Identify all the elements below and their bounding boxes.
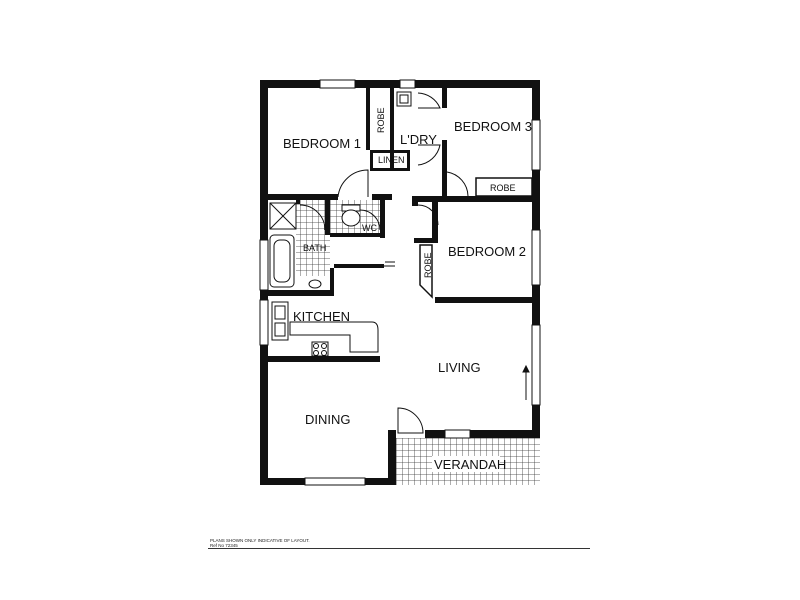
label-laundry: L'DRY xyxy=(400,132,437,147)
verandah-label-box xyxy=(432,456,500,472)
label-bedroom2: BEDROOM 2 xyxy=(448,244,526,259)
label-dining: DINING xyxy=(305,412,351,427)
fixtures xyxy=(269,91,412,357)
label-wc: WC xyxy=(362,223,377,233)
label-bath: BATH xyxy=(303,243,326,253)
sliding-arrows xyxy=(355,261,530,400)
label-bedroom1: BEDROOM 1 xyxy=(283,136,361,151)
label-bedroom3: BEDROOM 3 xyxy=(454,119,532,134)
robes xyxy=(419,177,533,299)
reference-number: Ref No 72345 xyxy=(210,543,238,548)
footer-rule xyxy=(208,548,590,549)
interior-walls xyxy=(268,88,540,362)
label-robe-bed2: ROBE xyxy=(423,252,433,278)
doors xyxy=(299,92,469,434)
bath-floor xyxy=(296,200,330,276)
label-robe-bed1: ROBE xyxy=(376,107,386,133)
label-linen: LINEN xyxy=(378,155,405,165)
disclaimer-note: PLANS SHOWN ONLY INDICATIVE OF LAYOUT. R… xyxy=(210,538,310,548)
windows xyxy=(259,79,541,486)
label-verandah: VERANDAH xyxy=(434,457,506,472)
label-living: LIVING xyxy=(438,360,481,375)
label-robe-bed3: ROBE xyxy=(490,183,516,193)
label-kitchen: KITCHEN xyxy=(293,309,350,324)
disclaimer-text: PLANS SHOWN ONLY INDICATIVE OF LAYOUT. xyxy=(210,538,310,543)
